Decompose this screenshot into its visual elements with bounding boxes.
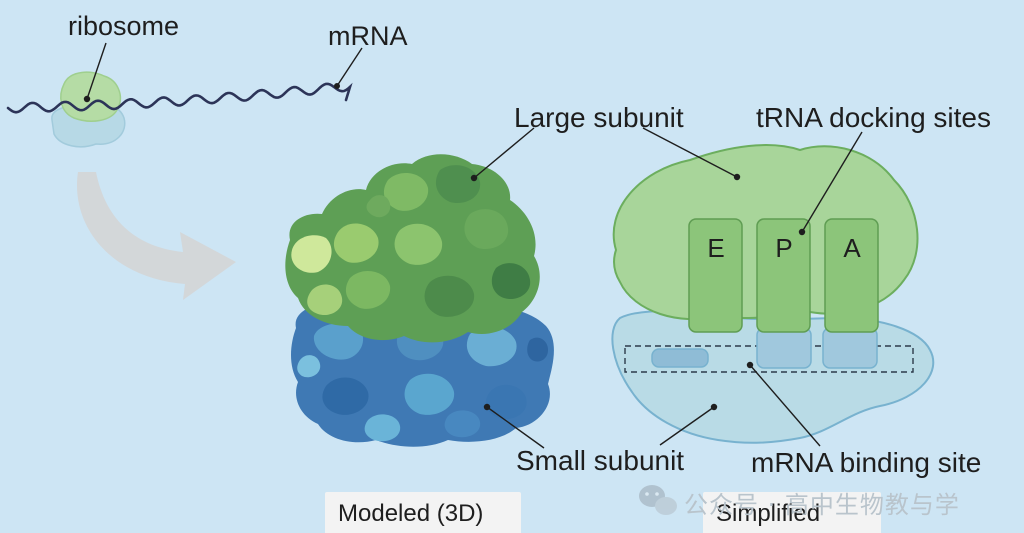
trna-site-e xyxy=(688,218,743,333)
mini-ribosome xyxy=(51,42,126,148)
small-site-e xyxy=(651,348,709,368)
mini-large-subunit xyxy=(60,71,122,122)
label-small-subunit: Small subunit xyxy=(516,445,684,476)
curved-arrow-icon xyxy=(76,172,237,300)
site-label-e: E xyxy=(707,233,724,263)
mrna-pointer-line xyxy=(336,47,363,87)
large-simplified-pointer-line xyxy=(642,127,738,178)
modeled-ribosome xyxy=(285,154,554,447)
site-label-p: P xyxy=(775,233,792,263)
label-ribosome: ribosome xyxy=(68,11,179,41)
small-site-p xyxy=(756,327,812,369)
trna-site-a xyxy=(824,218,879,333)
site-label-a: A xyxy=(843,233,861,263)
mrna-strand xyxy=(6,82,353,114)
small-simplified-pointer-line xyxy=(659,406,715,446)
trna-pointer-line xyxy=(801,131,863,233)
caption-modeled-box xyxy=(325,492,521,533)
trna-site-p xyxy=(756,218,811,333)
label-trna-docking-sites: tRNA docking sites xyxy=(756,102,991,133)
watermark-text: 公众号 · 高中生物教与学 xyxy=(684,491,960,519)
simplified-ribosome: E P A xyxy=(611,144,935,444)
modeled-large-subunit xyxy=(285,154,540,343)
caption-modeled: Modeled (3D) xyxy=(338,500,484,527)
mrna-binding-pointer-line xyxy=(749,364,821,447)
label-mrna: mRNA xyxy=(328,21,408,51)
ribosome-pointer-line xyxy=(86,42,107,100)
small-site-a xyxy=(822,327,878,369)
large-subunit-pointer-line xyxy=(473,127,535,179)
caption-simplified-box xyxy=(703,492,881,533)
small-subunit-pointer-line xyxy=(486,406,545,449)
label-mrna-binding-site: mRNA binding site xyxy=(751,447,981,478)
caption-simplified: Simplified xyxy=(716,500,821,527)
label-large-subunit: Large subunit xyxy=(514,102,684,133)
